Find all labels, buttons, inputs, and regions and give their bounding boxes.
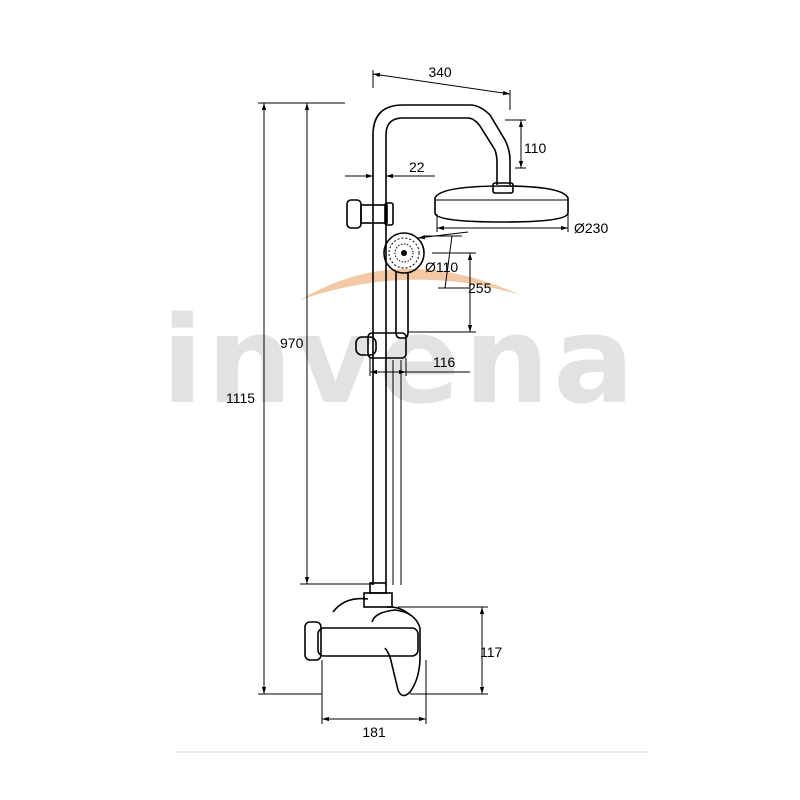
dim-total-height: 1115 xyxy=(226,102,322,695)
watermark-brand: invena xyxy=(162,292,639,431)
dim-label-181: 181 xyxy=(362,724,386,740)
dim-label-1115: 1115 xyxy=(226,390,255,406)
dim-pipe-diameter: 22 xyxy=(345,159,435,179)
dim-mixer-width: 181 xyxy=(321,660,427,740)
slider-holder xyxy=(355,332,407,376)
dim-label-110: 110 xyxy=(524,140,547,156)
dim-label-255: 255 xyxy=(468,280,492,296)
dim-label-h110: Ø110 xyxy=(425,259,458,275)
watermark: invena xyxy=(162,268,639,431)
shower-column xyxy=(372,104,511,585)
dim-hand-diameter: Ø110 xyxy=(417,231,470,289)
shower-arm-outer xyxy=(372,104,511,585)
mixer-body xyxy=(304,609,421,697)
wall-bracket xyxy=(346,199,394,229)
hand-shower xyxy=(383,232,425,339)
dim-slider-projection: 116 xyxy=(370,354,470,376)
dim-label-22: 22 xyxy=(409,159,425,175)
dim-top-width: 340 xyxy=(372,64,511,110)
dim-mixer-height: 117 xyxy=(398,606,503,695)
dim-head-offset: 110 xyxy=(505,119,547,169)
dim-hand-height: 255 xyxy=(408,252,492,333)
dim-rail-height: 970 xyxy=(280,102,373,585)
watermark-swoosh xyxy=(300,268,520,300)
rain-shower-head xyxy=(434,182,569,223)
dim-label-117: 117 xyxy=(480,644,503,660)
shower-arm-inner xyxy=(385,117,498,585)
dim-label-116: 116 xyxy=(433,354,456,370)
dim-label-340: 340 xyxy=(428,64,452,80)
dim-label-970: 970 xyxy=(280,335,304,351)
dim-label-230: Ø230 xyxy=(574,220,608,236)
dim-head-diameter: Ø230 xyxy=(436,214,608,236)
